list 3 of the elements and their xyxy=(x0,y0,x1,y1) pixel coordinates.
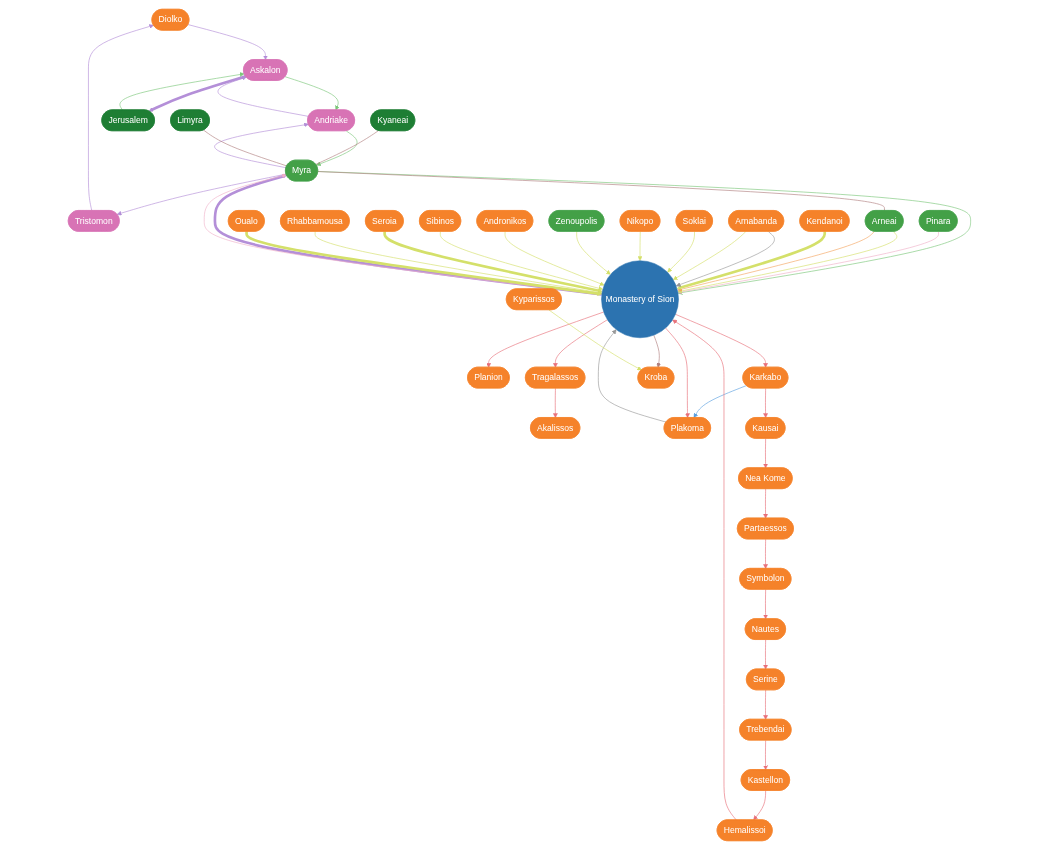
node-circle: Monastery of Sion xyxy=(600,260,679,338)
connector xyxy=(202,129,287,166)
connector xyxy=(317,170,885,211)
